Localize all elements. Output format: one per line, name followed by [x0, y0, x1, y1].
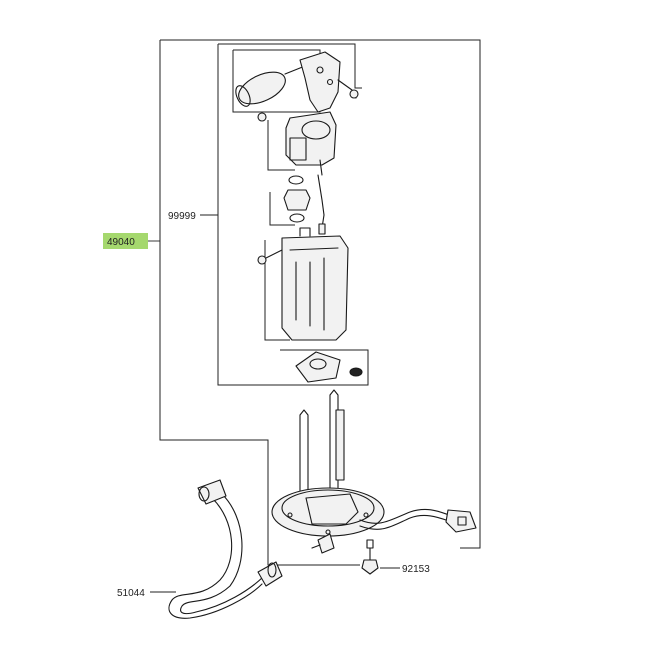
pump-body-box [264, 240, 290, 341]
o-ring [349, 367, 363, 377]
part-label-92153[interactable]: 92153 [402, 564, 430, 575]
level-sender-arm [299, 51, 359, 113]
pump-base-plate [295, 351, 341, 383]
pump-top-bracket [257, 111, 337, 176]
fuel-pump-body [257, 227, 349, 341]
outlet-nozzle [311, 533, 335, 554]
label-49040-highlight [103, 233, 148, 249]
electrical-connector [445, 509, 477, 533]
pressure-regulator [283, 174, 326, 235]
assembly-frame-outer [159, 40, 360, 566]
part-label-49040[interactable]: 49040 [107, 237, 135, 248]
pump-frame [218, 43, 362, 89]
assembly-frame-top [160, 39, 481, 549]
wiring-harness [359, 508, 453, 530]
bracket-box [267, 120, 295, 171]
fuel-hose [168, 479, 283, 619]
part-label-51044[interactable]: 51044 [117, 588, 145, 599]
pump-frame-left [217, 44, 369, 386]
part-label-99999[interactable]: 99999 [168, 211, 196, 222]
float-arm-box [232, 49, 321, 113]
bracket-rods [299, 389, 345, 506]
fuel-level-float [235, 65, 306, 107]
tank-flange [271, 487, 385, 537]
bolt-92153 [361, 539, 379, 575]
filter-box [269, 192, 295, 226]
